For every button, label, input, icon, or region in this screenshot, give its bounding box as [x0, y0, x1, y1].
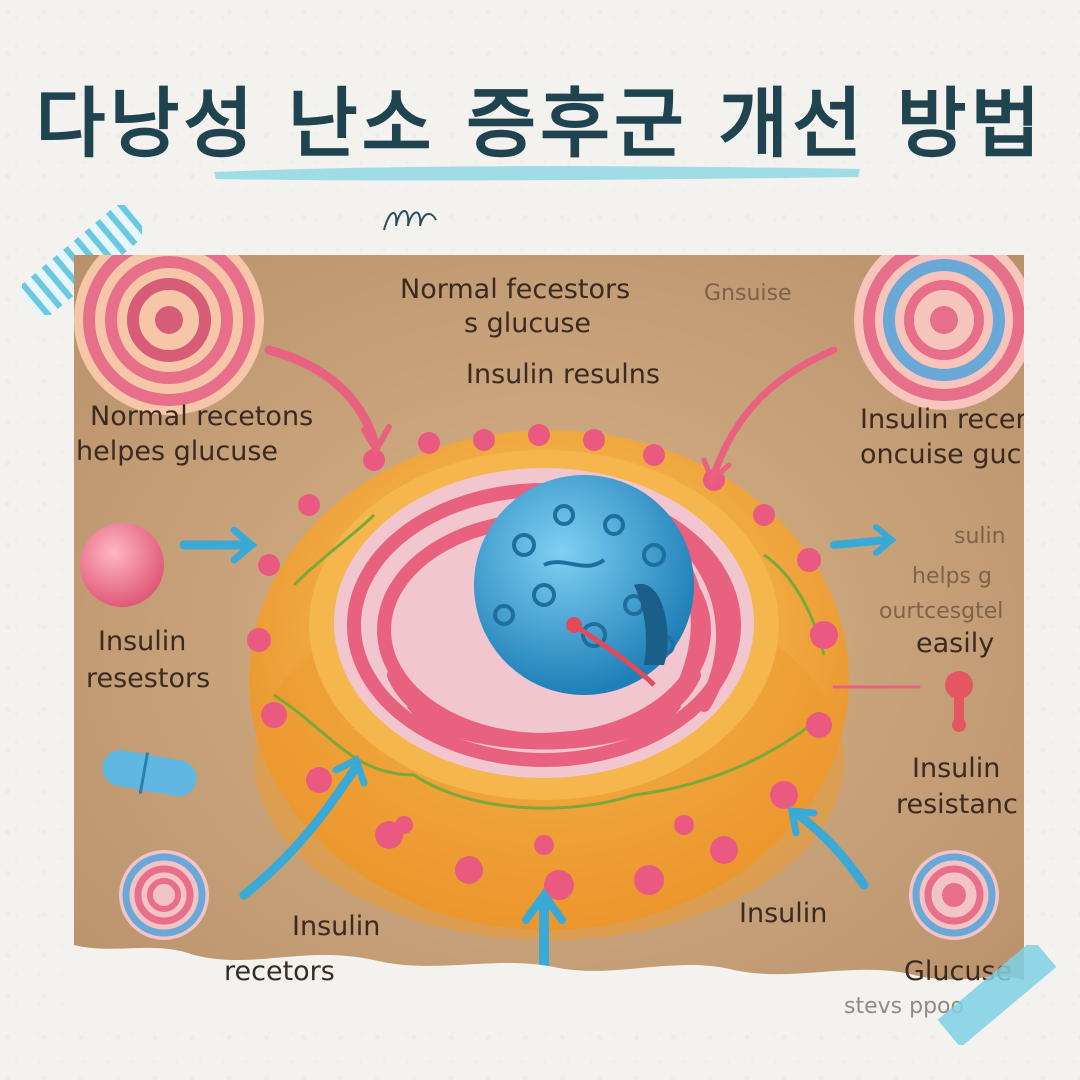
tape-decoration — [937, 945, 1057, 1045]
label-right-2c: ourtcesgtel — [879, 599, 1004, 624]
label-right-1b: oncuise guc — [860, 439, 1022, 470]
glucose-ball — [80, 523, 164, 607]
label-left-2b: resestors — [86, 663, 211, 694]
nucleus — [474, 475, 694, 695]
label-bottom-left-a: Insulin — [292, 911, 381, 942]
label-top-center-1: Normal fecestors — [400, 274, 631, 305]
label-left-2a: Insulin — [98, 626, 187, 657]
label-top-center-3: Insulin resulns — [466, 359, 660, 390]
label-left-1a: Normal recetons — [90, 401, 314, 432]
label-right-2d: easily — [916, 628, 995, 659]
label-top-center-faded: Gnsuise — [704, 281, 792, 306]
cell-artwork — [74, 255, 1024, 1025]
label-right-3b: resistanc — [896, 789, 1018, 820]
title-underline — [214, 166, 860, 181]
label-bottom-left-b: recetors — [224, 956, 335, 987]
cell-illustration: Normal fecestors Gnsuise s glucuse Insul… — [74, 255, 1024, 1025]
label-right-2a: sulin — [954, 524, 1006, 549]
cell-membrane — [247, 424, 849, 940]
spiral-disc-bottom-right — [909, 850, 999, 940]
scribble-icon — [383, 210, 437, 231]
label-right-2b: helps g — [912, 564, 992, 589]
spiral-disc-top-left — [74, 255, 264, 415]
label-right-1a: Insulin recer — [860, 404, 1024, 435]
label-bottom-center: Insulin — [739, 898, 828, 929]
page-title: 다낭성 난소 증후군 개선 방법 — [35, 79, 1045, 168]
arrow-icon — [179, 345, 921, 990]
insulin-pill-icon — [102, 749, 197, 797]
receptor-icon — [945, 671, 973, 732]
label-right-3a: Insulin — [912, 753, 1001, 784]
label-top-center-2: s glucuse — [464, 308, 592, 339]
spiral-disc-bottom-left — [119, 850, 209, 940]
label-left-1b: helpes glucuse — [76, 436, 279, 467]
spiral-disc-top-right — [854, 255, 1024, 410]
